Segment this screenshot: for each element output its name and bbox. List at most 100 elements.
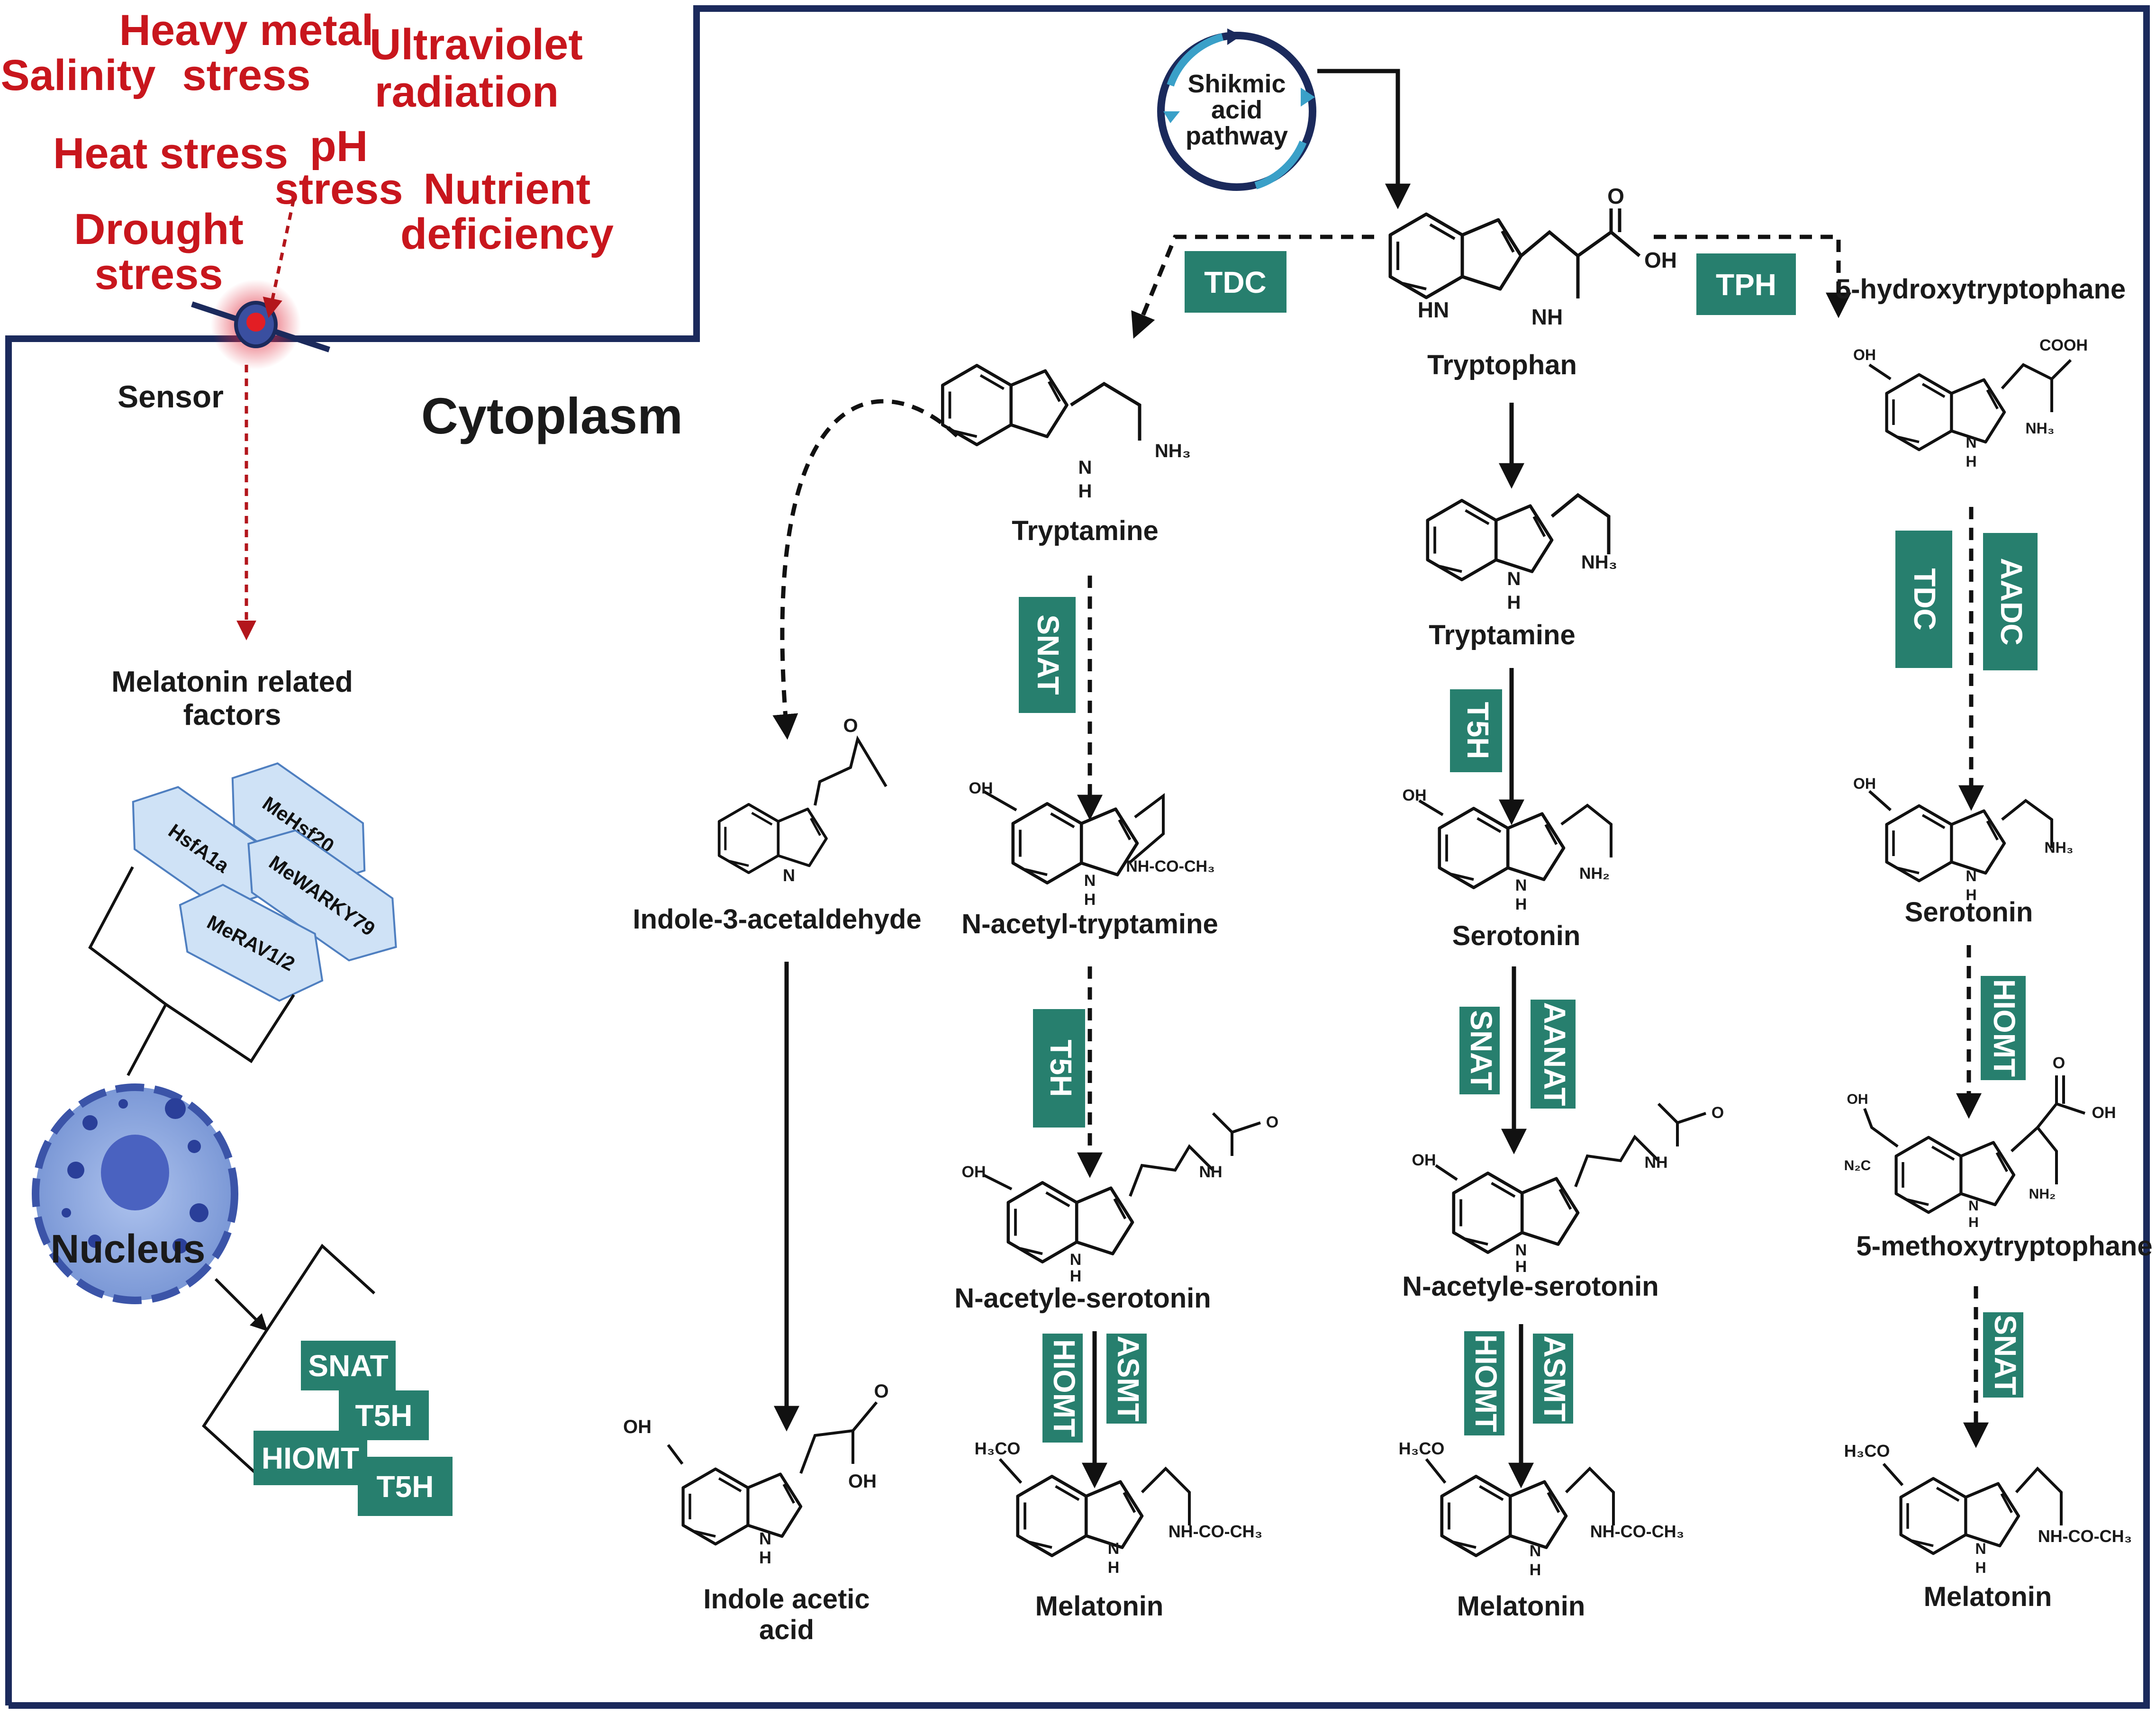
enzyme-asmt-col2: ASMT [1111,1335,1145,1421]
enzyme-hiomt-col4: HIOMT [1987,979,2021,1077]
svg-text:H: H [759,1548,771,1567]
tryptophan-structure: O OH HN NH [1390,184,1677,329]
tryptamine-label-left: Tryptamine [1012,515,1158,546]
stress-heavy-metal-line2: stress [182,51,310,99]
enzyme-aadc-col4: AADC [1994,558,2029,646]
tryptamine-to-aldehyde-arrow [772,399,959,740]
svg-text:N: N [1078,457,1092,478]
serotonin-label-col3: Serotonin [1452,920,1581,951]
shikimic-label-line2: acid [1211,96,1262,124]
svg-text:H: H [1108,1559,1120,1577]
enzyme-t5h-col2: T5H [1044,1040,1078,1097]
svg-text:NH: NH [1531,305,1563,329]
stress-arrow [263,198,296,318]
svg-text:O: O [1607,184,1624,208]
stress-factors: Heavy metal stress Salinity Ultraviolet … [0,6,614,298]
shikimic-to-tryptophan-arrow [1317,69,1411,209]
tryptamine-structure-left [942,365,1067,444]
svg-text:N: N [759,1529,771,1548]
svg-text:NH: NH [1644,1154,1667,1172]
enzyme-hiomt-col3: HIOMT [1469,1335,1503,1432]
iaa-label-line2: acid [759,1615,814,1645]
svg-text:H₃CO: H₃CO [975,1439,1021,1458]
melatonin-factors-label-line2: factors [183,699,281,731]
svg-text:H: H [1515,895,1527,913]
stress-nutrient-line1: Nutrient [424,165,591,213]
svg-text:NH₃: NH₃ [1581,552,1617,573]
shikimic-label-line1: Shikmic [1187,70,1286,98]
transcription-factors: MeHsf20 HsfA1a MeWARKY79 MeRAV1/2 [132,762,397,1002]
svg-text:H: H [1078,481,1092,502]
n-acetyl-serotonin-label-col2: N-acetyle-serotonin [954,1283,1211,1314]
enzyme-hiomt-col2: HIOMT [1047,1339,1081,1437]
cell-membrane-border [5,5,2150,1709]
svg-text:O: O [1712,1104,1724,1122]
svg-text:OH: OH [1412,1151,1436,1169]
svg-text:N: N [1515,1241,1527,1259]
enzyme-t5h-col3: T5H [1461,702,1495,759]
n-acetyl-tryptamine-label: N-acetyl-tryptamine [961,909,1218,939]
svg-text:NH-CO-CH₃: NH-CO-CH₃ [2038,1526,2132,1546]
nucleus-icon [32,1083,238,1304]
tryptamine-structure-right: NH₃ N H [1428,493,1617,613]
indole-acetic-acid-structure: OH O OH N H [623,1381,889,1567]
stress-nutrient-line2: deficiency [400,210,614,258]
melatonin-label-col4: Melatonin [1924,1581,2052,1612]
serotonin-structure-col4: OH NH₃ N H [1853,775,2074,903]
n-acetyl-serotonin-structure-col2: OH O NH N H [962,1112,1278,1285]
n-acetyl-serotonin-structure-col3: OH O NH N H [1412,1102,1724,1276]
svg-text:N: N [1515,876,1527,894]
svg-text:COOH: COOH [2039,336,2088,354]
stress-ultraviolet-line2: radiation [375,68,559,116]
svg-text:N₂C: N₂C [1844,1158,1871,1173]
serotonin-label-col4: Serotonin [1905,897,2033,928]
stress-heat: Heat stress [53,129,288,178]
stress-ultraviolet-line1: Ultraviolet [370,20,583,69]
enzyme-tdc-col4: TDC [1908,568,1942,631]
svg-text:NH₃: NH₃ [1155,441,1191,461]
svg-text:OH: OH [2092,1104,2116,1122]
gene-t5h-2: T5H [377,1470,434,1504]
stress-salinity: Salinity [0,51,155,99]
svg-text:H: H [1975,1559,1986,1576]
tph-arrow [1654,235,1851,318]
svg-text:NH₃: NH₃ [2044,839,2073,856]
enzyme-snat-col4: SNAT [1988,1315,2022,1395]
melatonin-structure-col2: H₃CO NH-CO-CH₃ N H [975,1439,1263,1577]
svg-text:O: O [1266,1113,1278,1131]
svg-text:OH: OH [962,1163,986,1181]
svg-text:O: O [2053,1054,2065,1072]
hydroxytryptophane-label: 5-hydroxytryptophane [1836,274,2126,305]
svg-text:HN: HN [1418,298,1449,322]
tryptamine-label-right: Tryptamine [1429,620,1575,650]
indole-acetaldehyde-label: Indole-3-acetaldehyde [633,904,921,935]
svg-text:OH: OH [1403,786,1427,804]
svg-text:OH: OH [1847,1092,1868,1107]
enzyme-snat-col3: SNAT [1464,1010,1498,1090]
svg-text:NH-CO-CH₃: NH-CO-CH₃ [1169,1522,1263,1541]
enzyme-asmt-col3: ASMT [1538,1335,1572,1421]
svg-text:H₃CO: H₃CO [1399,1439,1445,1458]
svg-text:OH: OH [1853,346,1876,363]
svg-text:H: H [1084,891,1096,909]
shikimic-label-line3: pathway [1186,122,1288,150]
sensor-label: Sensor [118,379,224,414]
shikimic-acid-pathway-icon [1157,28,1316,191]
stress-drought-line1: Drought [74,205,244,253]
melatonin-label-col3: Melatonin [1457,1591,1585,1622]
svg-text:N: N [1507,568,1521,589]
svg-text:H: H [1966,886,1976,903]
stress-ph-line1: pH [310,122,368,171]
nucleus-genes: SNAT T5H HIOMT T5H [254,1341,453,1516]
indole-acetaldehyde-structure: O N [719,715,888,885]
cytoplasm-label: Cytoplasm [421,387,683,444]
svg-text:N: N [1966,434,1976,451]
svg-text:N: N [1968,1198,1979,1214]
enzyme-tdc-top: TDC [1204,265,1267,299]
svg-text:OH: OH [969,779,993,797]
melatonin-factors-label-line1: Melatonin related [111,666,353,698]
tdc-arrow [1131,235,1374,339]
gene-snat: SNAT [308,1349,388,1383]
svg-text:H: H [1507,592,1521,613]
